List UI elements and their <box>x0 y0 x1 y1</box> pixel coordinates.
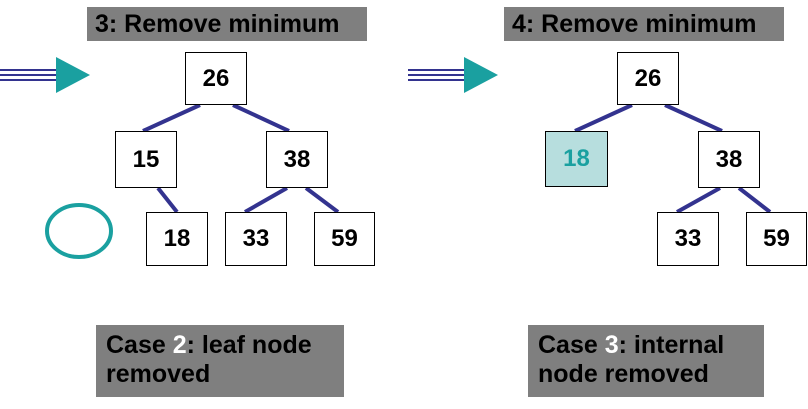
edge-left-left-ll <box>156 186 179 214</box>
left-step-title: 3: Remove minimum <box>87 7 367 41</box>
pointer-arrow-icon <box>0 57 90 93</box>
left-node-rl: 33 <box>225 212 287 266</box>
edge-left-right-rr <box>304 186 340 214</box>
left-node-root: 26 <box>185 52 247 105</box>
edge-right-root-right <box>664 103 723 133</box>
right-node-rr: 59 <box>746 212 807 266</box>
caption-suffix: : leaf node removed <box>106 331 312 388</box>
caption-suffix: : internal node removed <box>538 331 725 388</box>
left-node-ll: 18 <box>146 212 208 266</box>
caption-prefix: Case <box>106 331 173 359</box>
edge-left-right-rl <box>244 186 288 214</box>
right-node-right: 38 <box>698 131 760 188</box>
left-node-right: 38 <box>266 131 328 188</box>
removed-node-circle-icon <box>45 203 113 259</box>
right-node-left-moved: 18 <box>545 131 608 187</box>
edge-left-root-right <box>232 103 290 133</box>
right-node-rl: 33 <box>657 212 719 266</box>
left-node-left: 15 <box>115 131 177 188</box>
right-step-title: 4: Remove minimum <box>504 7 784 41</box>
right-case-caption: Case 3: internal node removed <box>528 325 764 397</box>
right-node-root: 26 <box>617 52 679 105</box>
edge-right-right-rl <box>676 186 721 214</box>
case-number: 2 <box>172 331 187 359</box>
caption-prefix: Case <box>538 331 605 359</box>
edge-left-root-left <box>142 103 201 133</box>
edge-right-root-left <box>574 103 633 133</box>
pointer-arrow-icon <box>408 57 498 93</box>
left-node-rr: 59 <box>314 212 375 266</box>
case-number: 3 <box>604 331 619 359</box>
left-case-caption: Case 2: leaf node removed <box>96 325 344 397</box>
edge-right-right-rr <box>737 186 772 214</box>
